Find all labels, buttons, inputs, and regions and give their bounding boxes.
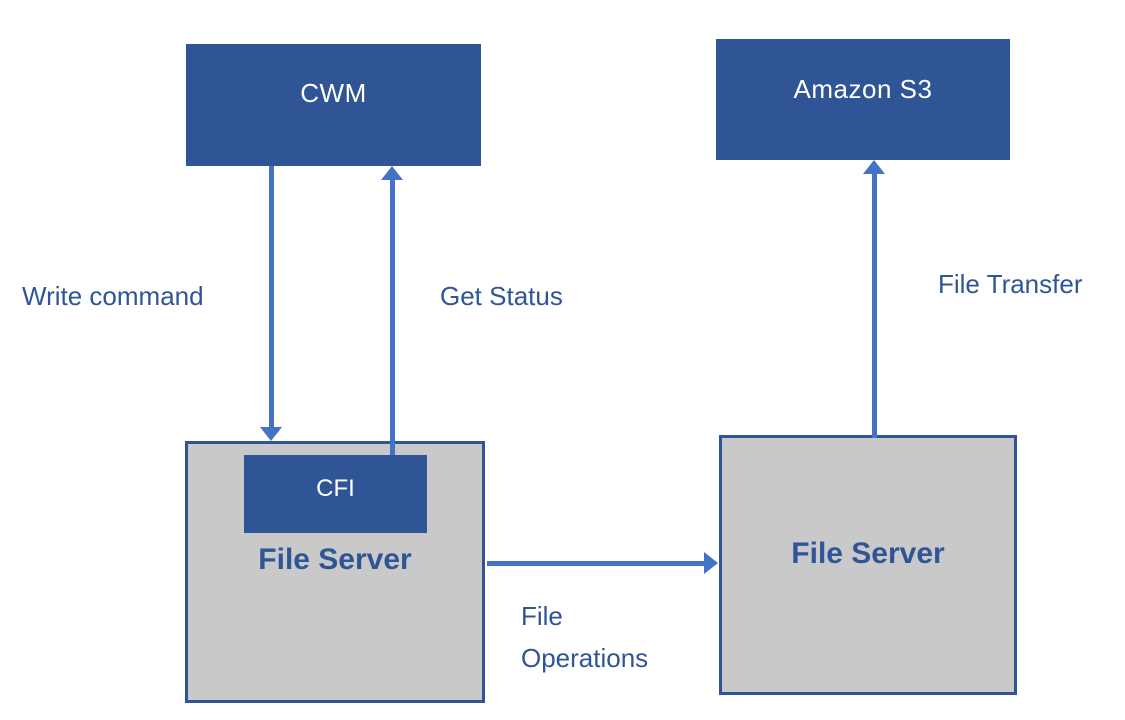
cfi-node-label: CFI — [316, 475, 355, 502]
file-server-right-label: File Server — [791, 537, 945, 570]
get-status-arrow-shaft — [390, 180, 395, 455]
amazon-s3-node-label: Amazon S3 — [793, 74, 933, 104]
file-operations-arrow-shaft — [487, 561, 704, 566]
file-operations-edge-label: File Operations — [521, 601, 649, 673]
file-server-left-node: CFI File Server — [185, 441, 485, 703]
get-status-arrowhead-up-icon — [381, 166, 403, 180]
file-server-left-label: File Server — [258, 543, 412, 576]
file-server-right-node: File Server — [719, 435, 1017, 695]
amazon-s3-node: Amazon S3 — [716, 39, 1010, 160]
file-transfer-edge-label: File Transfer — [938, 269, 1083, 299]
file-transfer-arrow-shaft — [872, 174, 877, 438]
cwm-node: CWM — [186, 44, 481, 166]
write-command-arrowhead-down-icon — [260, 427, 282, 441]
file-transfer-arrowhead-up-icon — [863, 160, 885, 174]
get-status-edge-label: Get Status — [440, 281, 563, 311]
write-command-arrow-shaft — [269, 166, 274, 427]
write-command-edge-label: Write command — [22, 281, 204, 311]
file-operations-arrowhead-right-icon — [704, 552, 718, 574]
cfi-node: CFI — [244, 455, 427, 533]
cwm-node-label: CWM — [300, 77, 367, 108]
